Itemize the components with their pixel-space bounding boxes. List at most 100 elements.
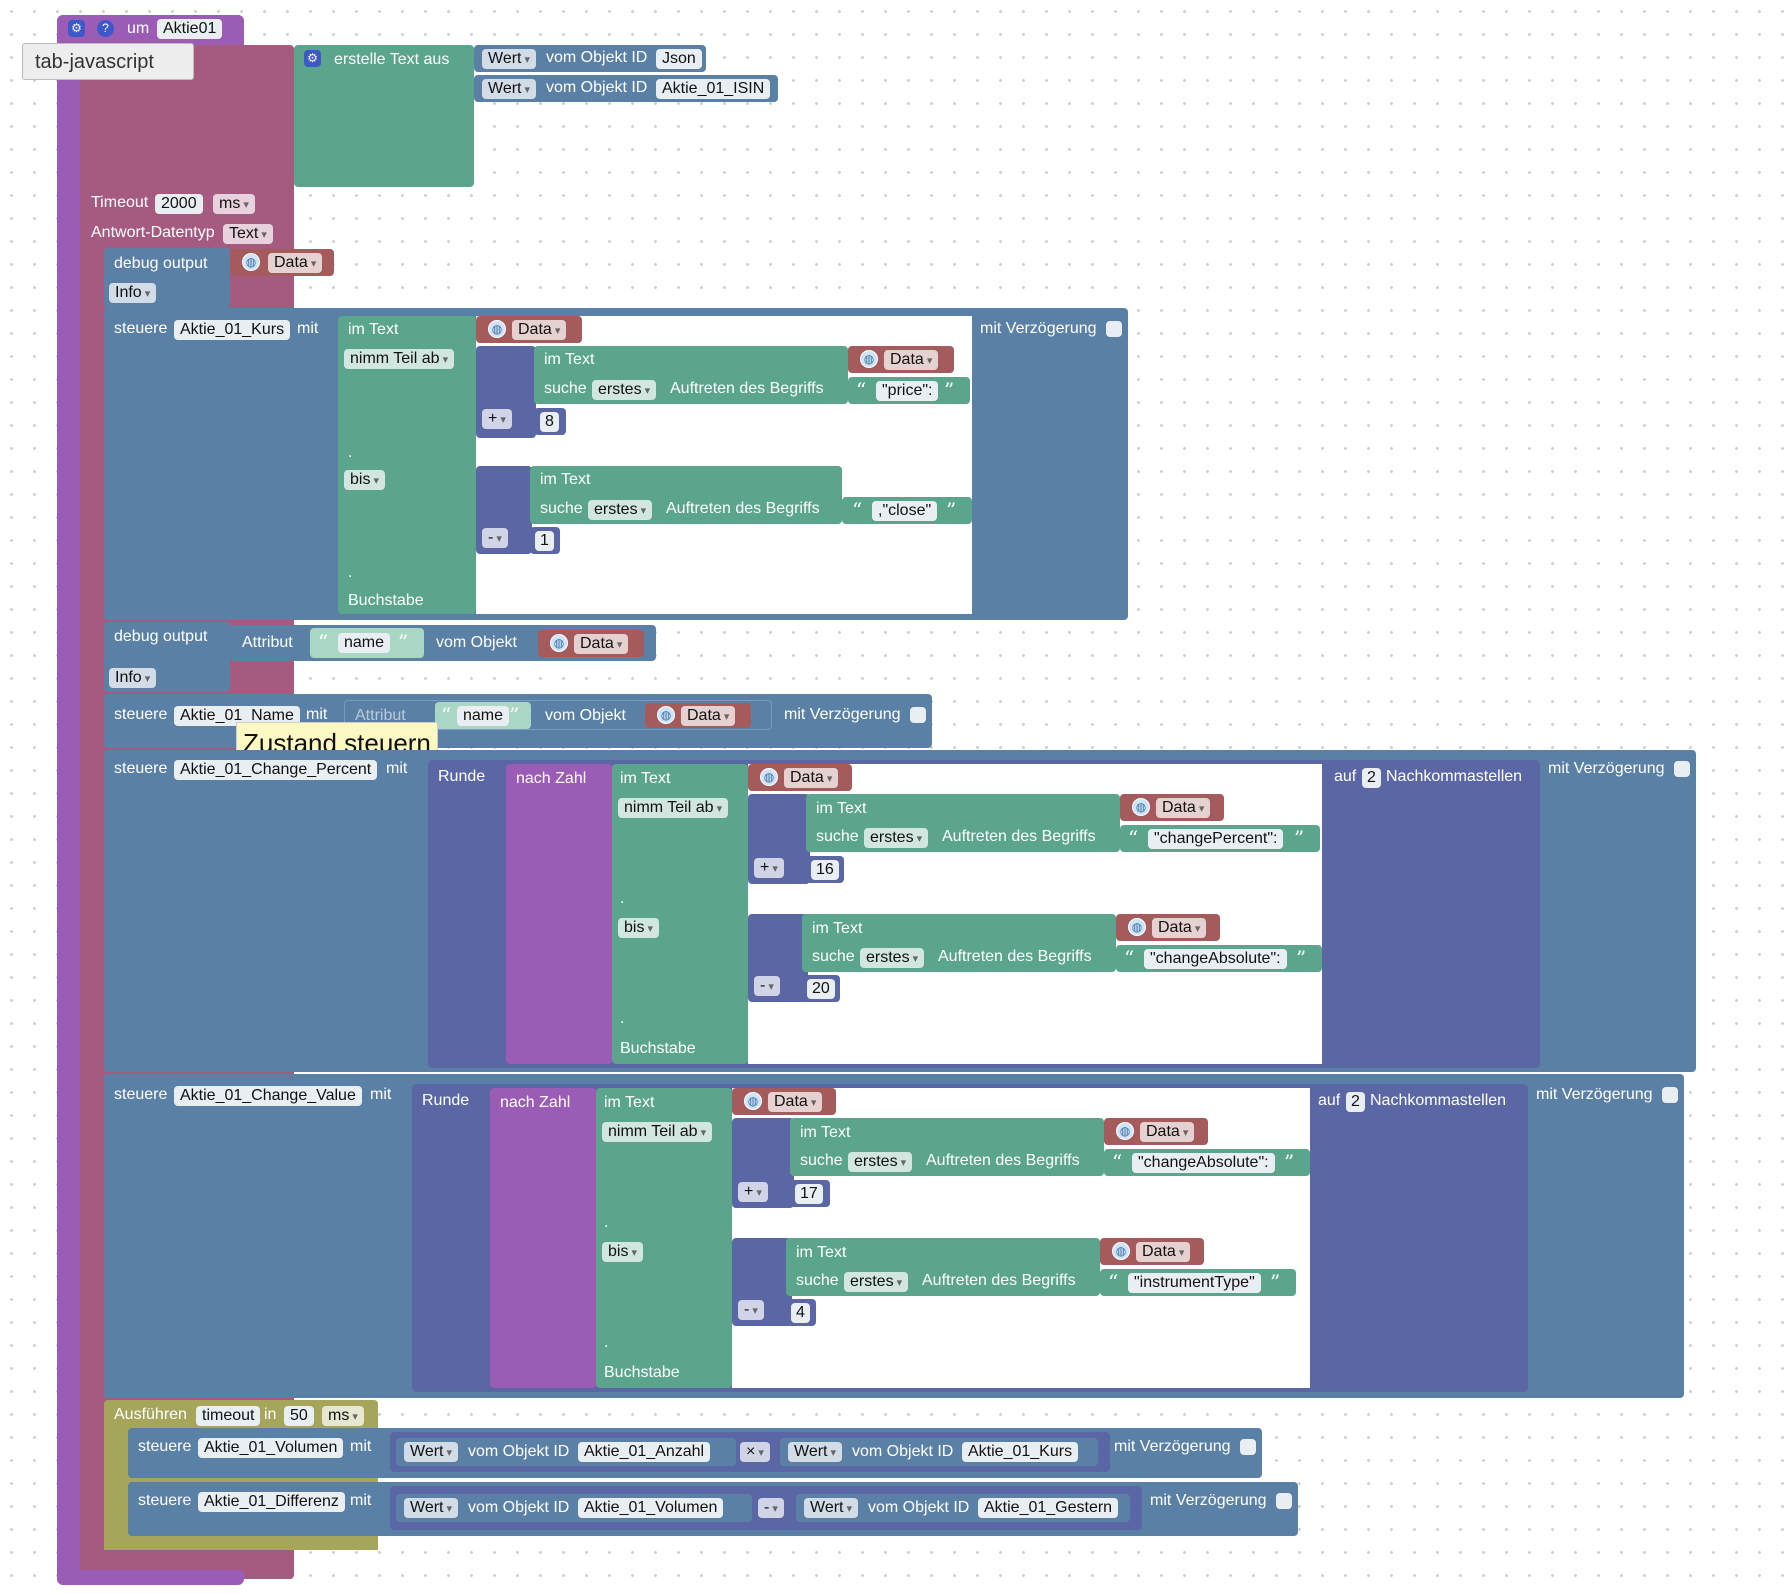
data-variable[interactable]: ◍ Data bbox=[1120, 794, 1224, 821]
string-block[interactable]: “ ,"close" ” bbox=[842, 497, 972, 524]
log-level-dropdown[interactable]: Info bbox=[109, 283, 157, 303]
math-minus-block[interactable]: - bbox=[748, 914, 808, 1002]
index-of-block[interactable]: im Text suche erstes Auftreten des Begri… bbox=[786, 1238, 1100, 1296]
take-part-dropdown[interactable]: nimm Teil ab bbox=[618, 798, 729, 818]
number-value[interactable]: 16 bbox=[811, 860, 839, 880]
number-value[interactable]: 1 bbox=[535, 531, 554, 551]
delay-checkbox[interactable] bbox=[1276, 1493, 1292, 1509]
data-dropdown[interactable]: Data bbox=[1152, 918, 1207, 938]
data-variable[interactable]: ◍ Data bbox=[476, 316, 582, 343]
math-minus-block[interactable]: - bbox=[732, 1238, 792, 1326]
to-number-block[interactable]: nach Zahl bbox=[490, 1088, 596, 1388]
substring-block[interactable]: im Text nimm Teil ab . bis . Buchstabe bbox=[612, 764, 748, 1064]
string-value[interactable]: "changeAbsolute": bbox=[1132, 1153, 1275, 1173]
string-block[interactable]: “ "instrumentType" ” bbox=[1100, 1269, 1296, 1296]
data-dropdown[interactable]: Data bbox=[512, 320, 567, 340]
timeout-unit[interactable]: ms bbox=[322, 1406, 364, 1426]
number-block[interactable]: 17 bbox=[790, 1180, 830, 1207]
object-id-gestern[interactable]: Wert vom Objekt ID Aktie_01_Gestern bbox=[796, 1494, 1130, 1522]
delay-checkbox[interactable] bbox=[910, 707, 926, 723]
timeout-name-field[interactable]: timeout bbox=[196, 1406, 261, 1426]
string-block[interactable]: “ "changePercent": ” bbox=[1120, 825, 1320, 852]
multiply-block[interactable]: Wert vom Objekt ID Aktie_01_Anzahl × Wer… bbox=[390, 1432, 1110, 1472]
set-state-name[interactable]: steuere Aktie_01_Name mit Attribut “ nam… bbox=[104, 694, 932, 748]
operator-dropdown[interactable]: × bbox=[740, 1442, 770, 1462]
number-value[interactable]: 8 bbox=[540, 412, 559, 432]
index-of-block[interactable]: im Text suche erstes Auftreten des Begri… bbox=[530, 466, 842, 524]
operator-dropdown[interactable]: - bbox=[754, 976, 780, 996]
until-dropdown[interactable]: bis bbox=[602, 1242, 644, 1262]
index-of-block[interactable]: im Text suche erstes Auftreten des Begri… bbox=[802, 914, 1116, 972]
delay-checkbox[interactable] bbox=[1674, 761, 1690, 777]
data-dropdown[interactable]: Data bbox=[681, 706, 736, 726]
occurrence-dropdown[interactable]: erstes bbox=[864, 828, 929, 848]
number-value[interactable]: 20 bbox=[807, 979, 835, 999]
function-name[interactable]: Aktie01 bbox=[157, 19, 223, 39]
number-value[interactable]: 17 bbox=[795, 1184, 823, 1204]
gear-icon[interactable]: ⚙ bbox=[304, 50, 321, 67]
occurrence-dropdown[interactable]: erstes bbox=[860, 948, 925, 968]
decimals-value[interactable]: 2 bbox=[1346, 1092, 1365, 1112]
math-plus-block[interactable]: + bbox=[476, 346, 536, 438]
object-id-json[interactable]: Wert vom Objekt ID Json bbox=[474, 45, 706, 72]
timeout-value[interactable]: 50 bbox=[284, 1406, 314, 1426]
data-variable[interactable]: ◍ Data bbox=[848, 346, 954, 373]
state-target[interactable]: Aktie_01_Change_Percent bbox=[174, 760, 378, 780]
wert-dropdown[interactable]: Wert bbox=[482, 49, 537, 69]
delay-checkbox[interactable] bbox=[1662, 1087, 1678, 1103]
state-target[interactable]: Aktie_01_Name bbox=[174, 706, 300, 726]
index-of-block[interactable]: im Text suche erstes Auftreten des Begri… bbox=[534, 346, 848, 404]
until-dropdown[interactable]: bis bbox=[344, 470, 386, 490]
number-value[interactable]: 4 bbox=[791, 1303, 810, 1323]
wert-dropdown[interactable]: Wert bbox=[804, 1498, 859, 1518]
object-id-field[interactable]: Aktie_01_Volumen bbox=[578, 1498, 724, 1518]
debug-output-block[interactable]: debug output Info bbox=[104, 622, 230, 692]
math-minus-block[interactable]: - bbox=[476, 466, 532, 554]
object-id-isin[interactable]: Wert vom Objekt ID Aktie_01_ISIN bbox=[474, 75, 778, 102]
until-dropdown[interactable]: bis bbox=[618, 918, 660, 938]
operator-dropdown[interactable]: - bbox=[758, 1498, 784, 1518]
data-dropdown[interactable]: Data bbox=[574, 634, 629, 654]
occurrence-dropdown[interactable]: erstes bbox=[588, 500, 653, 520]
data-variable[interactable]: ◍ Data bbox=[645, 703, 751, 728]
occurrence-dropdown[interactable]: erstes bbox=[848, 1152, 913, 1172]
data-variable[interactable]: ◍ Data bbox=[230, 249, 334, 276]
wert-dropdown[interactable]: Wert bbox=[404, 1498, 459, 1518]
object-id-field[interactable]: Json bbox=[656, 49, 702, 69]
data-dropdown[interactable]: Data bbox=[784, 768, 839, 788]
state-target[interactable]: Aktie_01_Change_Value bbox=[174, 1086, 362, 1106]
minus-block[interactable]: Wert vom Objekt ID Aktie_01_Volumen - We… bbox=[390, 1486, 1142, 1530]
timeout-value[interactable]: 2000 bbox=[155, 194, 203, 214]
string-value[interactable]: "instrumentType" bbox=[1128, 1273, 1261, 1293]
create-text-block[interactable]: ⚙ erstelle Text aus bbox=[294, 45, 474, 187]
operator-dropdown[interactable]: - bbox=[482, 528, 508, 548]
to-number-block[interactable]: nach Zahl bbox=[506, 764, 612, 1064]
string-block[interactable]: “ "price": ” bbox=[848, 377, 970, 404]
wert-dropdown[interactable]: Wert bbox=[788, 1442, 843, 1462]
index-of-block[interactable]: im Text suche erstes Auftreten des Begri… bbox=[806, 794, 1120, 852]
object-id-field[interactable]: Aktie_01_ISIN bbox=[656, 79, 771, 99]
operator-dropdown[interactable]: + bbox=[754, 858, 784, 878]
operator-dropdown[interactable]: + bbox=[738, 1182, 768, 1202]
timeout-unit[interactable]: ms bbox=[213, 194, 255, 214]
wert-dropdown[interactable]: Wert bbox=[404, 1442, 459, 1462]
decimals-value[interactable]: 2 bbox=[1362, 768, 1381, 788]
data-variable[interactable]: ◍ Data bbox=[732, 1088, 836, 1115]
number-block[interactable]: 1 bbox=[530, 527, 560, 554]
data-variable[interactable]: ◍ Data bbox=[748, 764, 852, 791]
string-value[interactable]: "changePercent": bbox=[1148, 829, 1284, 849]
delay-checkbox[interactable] bbox=[1240, 1439, 1256, 1455]
data-dropdown[interactable]: Data bbox=[884, 350, 939, 370]
log-level-dropdown[interactable]: Info bbox=[109, 668, 157, 688]
attribute-block[interactable]: Attribut “ name ” vom Objekt ◍ Data bbox=[344, 700, 772, 730]
gear-icon[interactable]: ⚙ bbox=[68, 20, 85, 37]
response-type-dropdown[interactable]: Text bbox=[223, 224, 273, 244]
string-value[interactable]: name bbox=[338, 633, 391, 653]
object-id-kurs[interactable]: Wert vom Objekt ID Aktie_01_Kurs bbox=[780, 1438, 1098, 1466]
occurrence-dropdown[interactable]: erstes bbox=[592, 380, 657, 400]
math-plus-block[interactable]: + bbox=[748, 794, 810, 884]
string-value[interactable]: "changeAbsolute": bbox=[1144, 949, 1287, 969]
number-block[interactable]: 8 bbox=[534, 408, 566, 435]
object-id-volumen[interactable]: Wert vom Objekt ID Aktie_01_Volumen bbox=[396, 1494, 752, 1522]
string-block[interactable]: “ "changeAbsolute": ” bbox=[1116, 945, 1322, 972]
